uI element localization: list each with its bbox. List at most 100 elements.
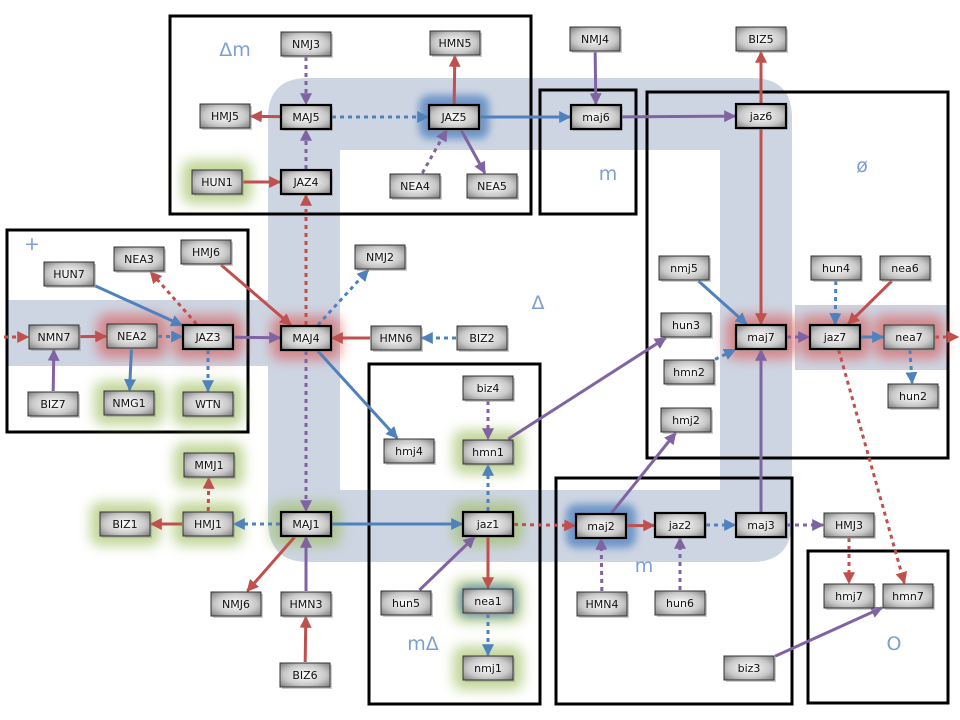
node-maj6[interactable]: maj6 <box>569 103 623 131</box>
node-hun1[interactable]: HUN1 <box>191 169 244 196</box>
node-nmj6[interactable]: NMJ6 <box>210 591 263 618</box>
node-jaz7[interactable]: jaz7 <box>808 323 862 351</box>
node-box[interactable] <box>456 325 508 351</box>
node-box[interactable] <box>883 324 935 350</box>
node-box[interactable] <box>461 510 515 538</box>
node-jaz6[interactable]: jaz6 <box>734 102 788 130</box>
node-nea5[interactable]: NEA5 <box>466 173 519 200</box>
node-nea4[interactable]: NEA4 <box>389 173 442 200</box>
node-jaz2[interactable]: jaz2 <box>653 511 707 539</box>
node-biz2[interactable]: BIZ2 <box>456 325 509 352</box>
node-nea3[interactable]: NEA3 <box>113 246 166 273</box>
node-box[interactable] <box>279 324 333 352</box>
node-nea1[interactable]: nea1 <box>462 588 515 615</box>
node-box[interactable] <box>429 30 481 56</box>
node-box[interactable] <box>191 169 243 195</box>
node-box[interactable] <box>882 583 934 609</box>
node-wtn[interactable]: WTN <box>182 391 235 418</box>
node-box[interactable] <box>279 662 331 688</box>
node-box[interactable] <box>181 323 235 351</box>
node-box[interactable] <box>660 407 712 433</box>
node-nmj4[interactable]: NMJ4 <box>569 26 622 53</box>
node-hun2[interactable]: hun2 <box>887 383 940 410</box>
node-box[interactable] <box>279 168 333 196</box>
node-biz7[interactable]: BIZ7 <box>27 391 80 418</box>
node-box[interactable] <box>28 324 80 350</box>
node-box[interactable] <box>427 103 481 131</box>
node-hmj3[interactable]: HMJ3 <box>823 512 876 539</box>
node-box[interactable] <box>735 26 787 52</box>
node-hmn6[interactable]: HMN6 <box>370 325 423 352</box>
node-box[interactable] <box>879 255 931 281</box>
node-maj4[interactable]: MAJ4 <box>279 324 333 352</box>
node-hmj2[interactable]: hmj2 <box>660 407 713 434</box>
node-nmj5[interactable]: nmj5 <box>658 255 711 282</box>
node-box[interactable] <box>182 391 234 417</box>
node-hun5[interactable]: hun5 <box>380 590 433 617</box>
node-box[interactable] <box>569 26 621 52</box>
node-box[interactable] <box>383 438 435 464</box>
node-maj1[interactable]: MAJ1 <box>279 510 333 538</box>
node-jaz5[interactable]: JAZ5 <box>427 103 481 131</box>
node-box[interactable] <box>823 583 875 609</box>
node-box[interactable] <box>279 103 333 131</box>
node-nmj2[interactable]: NMJ2 <box>354 244 407 271</box>
node-box[interactable] <box>182 511 234 537</box>
node-biz6[interactable]: BIZ6 <box>279 662 332 689</box>
node-nmj1[interactable]: nmj1 <box>462 655 515 682</box>
node-box[interactable] <box>27 391 79 417</box>
node-nmj3[interactable]: NMJ3 <box>280 31 333 58</box>
node-box[interactable] <box>569 103 623 131</box>
node-hmn4[interactable]: HMN4 <box>576 591 629 618</box>
node-box[interactable] <box>574 512 628 540</box>
node-hmj7[interactable]: hmj7 <box>823 583 876 610</box>
node-hmj1[interactable]: HMJ1 <box>182 511 235 538</box>
node-box[interactable] <box>279 510 333 538</box>
node-box[interactable] <box>462 655 514 681</box>
node-nea7[interactable]: nea7 <box>883 324 936 351</box>
node-biz1[interactable]: BIZ1 <box>99 511 152 538</box>
node-hmn3[interactable]: HMN3 <box>280 591 333 618</box>
node-jaz4[interactable]: JAZ4 <box>279 168 333 196</box>
node-maj3[interactable]: maj3 <box>734 511 788 539</box>
node-box[interactable] <box>380 590 432 616</box>
node-hun7[interactable]: HUN7 <box>43 261 96 288</box>
node-hmj6[interactable]: HMJ6 <box>180 239 233 266</box>
node-box[interactable] <box>466 173 518 199</box>
node-box[interactable] <box>653 511 707 539</box>
node-box[interactable] <box>113 246 165 272</box>
node-box[interactable] <box>887 383 939 409</box>
node-box[interactable] <box>462 588 514 614</box>
node-nea6[interactable]: nea6 <box>879 255 932 282</box>
node-box[interactable] <box>660 312 712 338</box>
node-box[interactable] <box>106 323 158 349</box>
node-box[interactable] <box>734 102 788 130</box>
node-box[interactable] <box>663 359 715 385</box>
node-box[interactable] <box>723 655 775 681</box>
node-box[interactable] <box>576 591 628 617</box>
node-hmn5[interactable]: HMN5 <box>429 30 482 57</box>
node-box[interactable] <box>823 512 875 538</box>
node-hmn1[interactable]: hmn1 <box>462 439 515 466</box>
node-biz4[interactable]: biz4 <box>462 375 515 402</box>
node-hmj5[interactable]: HMJ5 <box>199 103 252 130</box>
node-jaz3[interactable]: JAZ3 <box>181 323 235 351</box>
node-box[interactable] <box>103 390 155 416</box>
node-box[interactable] <box>462 375 514 401</box>
node-hun6[interactable]: hun6 <box>654 590 707 617</box>
node-jaz1[interactable]: jaz1 <box>461 510 515 538</box>
node-box[interactable] <box>658 255 710 281</box>
node-hmn2[interactable]: hmn2 <box>663 359 716 386</box>
node-nmn7[interactable]: NMN7 <box>28 324 81 351</box>
node-hun4[interactable]: hun4 <box>810 255 863 282</box>
node-box[interactable] <box>389 173 441 199</box>
node-nmg1[interactable]: NMG1 <box>103 390 156 417</box>
node-nea2[interactable]: NEA2 <box>106 323 159 350</box>
node-maj2[interactable]: maj2 <box>574 512 628 540</box>
node-box[interactable] <box>810 255 862 281</box>
node-hmj4[interactable]: hmj4 <box>383 438 436 465</box>
node-box[interactable] <box>280 591 332 617</box>
node-box[interactable] <box>43 261 95 287</box>
node-box[interactable] <box>808 323 862 351</box>
node-box[interactable] <box>734 323 788 351</box>
